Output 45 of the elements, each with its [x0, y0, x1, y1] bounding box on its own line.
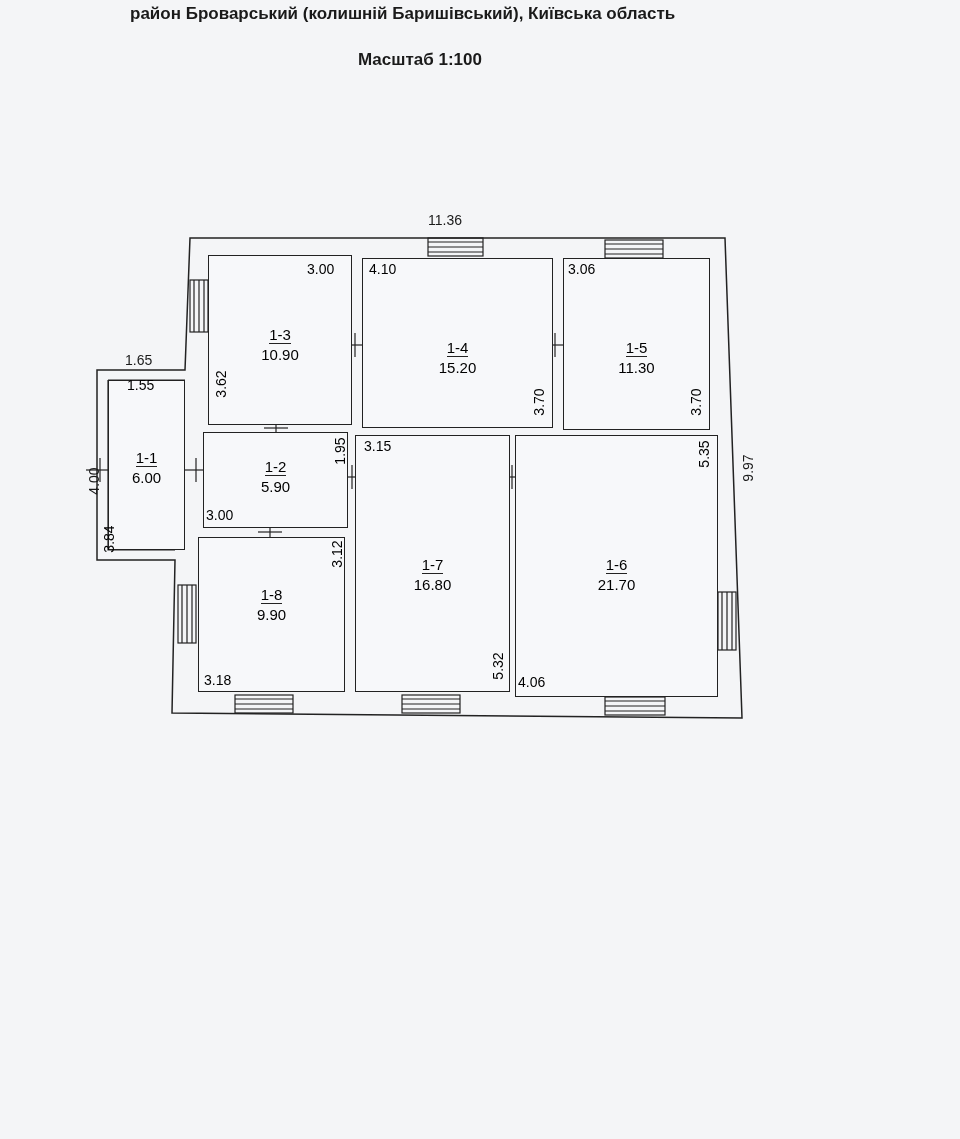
- room-number: 1-7: [421, 556, 444, 574]
- dimension-value: 3.12: [328, 540, 345, 568]
- dimension-value: 3.70: [530, 388, 547, 416]
- room-number: 1-8: [260, 586, 283, 604]
- room-outline: [198, 537, 345, 692]
- room-number: 1-1: [135, 449, 158, 467]
- dimension-value: 5.32: [489, 652, 506, 680]
- dimension-value: 1.95: [331, 437, 348, 465]
- room-area: 11.30: [618, 359, 655, 376]
- dimension-value: 4.00: [85, 467, 102, 495]
- room-number: 1-3: [269, 326, 291, 344]
- dimension-value: 3.06: [568, 261, 596, 277]
- room-outline: [203, 432, 348, 528]
- room-area: 15.20: [438, 359, 477, 376]
- dimension-value: 3.84: [100, 525, 117, 553]
- dimension-value: 4.10: [369, 261, 397, 277]
- room-area: 6.00: [131, 469, 162, 486]
- dimension-value: 3.15: [364, 438, 392, 454]
- room-area: 10.90: [261, 346, 299, 363]
- dimension-value: 3.00: [206, 507, 234, 523]
- room-area: 21.70: [597, 576, 636, 593]
- dimension-value: 5.35: [695, 440, 712, 468]
- room-number: 1-6: [605, 556, 628, 574]
- dimension-value: 9.97: [739, 454, 756, 482]
- room-outline: [563, 258, 710, 430]
- room-area: 5.90: [260, 478, 291, 495]
- dimension-value: 1.55: [127, 377, 155, 393]
- dimension-value: 1.65: [125, 352, 153, 368]
- room-outline: [515, 435, 718, 697]
- room-number: 1-5: [625, 339, 648, 357]
- dimension-value: 3.18: [204, 672, 232, 688]
- dimension-value: 3.62: [212, 370, 229, 398]
- dimension-value: 3.00: [307, 261, 335, 277]
- room-outline: [355, 435, 510, 692]
- dimension-value: 4.06: [518, 674, 546, 690]
- room-outline: [362, 258, 553, 428]
- room-area: 16.80: [413, 576, 452, 593]
- room-number: 1-4: [446, 339, 469, 357]
- scale-note: Масштаб 1:100: [358, 50, 482, 70]
- room-outline: [208, 255, 352, 425]
- room-area: 9.90: [256, 606, 287, 623]
- dimension-value: 11.36: [428, 212, 462, 228]
- dimension-value: 3.70: [687, 388, 704, 416]
- heading: район Броварський (колишній Баришівський), Київська область: [130, 4, 676, 24]
- room-number: 1-2: [264, 458, 287, 476]
